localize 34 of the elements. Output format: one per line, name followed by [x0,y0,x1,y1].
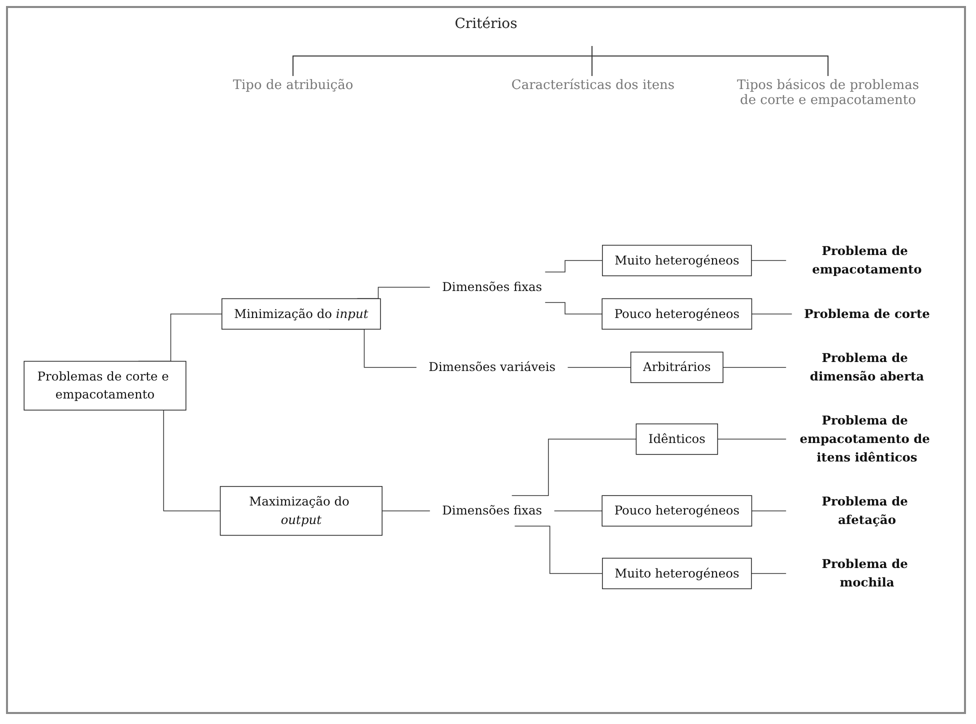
connector [751,260,786,261]
node-text: Problema de afetação [822,494,908,527]
connector [751,510,786,512]
connector [382,510,430,512]
connector [544,260,603,272]
connector [717,438,786,440]
node-box: Muito heterogéneos [602,558,752,590]
node-text: Problema de empacotamento [812,244,922,277]
title-text: Critérios [454,16,518,32]
node-text: Problema de mochila [822,556,908,590]
node-box: Pouco heterogéneos [602,298,752,330]
node-box: Idênticos [636,423,718,455]
connector [722,367,786,368]
node-box: Muito heterogéneos [602,244,752,276]
node-text: Dimensões variáveis [428,360,556,374]
connector [514,526,603,574]
node-text: Dimensões fixas [442,280,542,294]
column-header: Características dos itens [510,78,676,93]
node-box: Arbitrários [630,352,724,384]
connector [554,510,602,512]
node-text: Problema de corte [804,306,930,321]
connector [751,573,786,574]
connector [544,302,602,314]
connector [567,367,632,368]
node-box: Pouco heterogéneos [602,495,752,527]
node-text: Problema de empacotamento de itens idênticos [800,413,930,464]
connector [511,438,637,496]
column-header: Tipos básicos de problemas de corte e empacotamento [736,78,920,108]
column-header: Tipo de atribuição [232,78,354,93]
node-box: Maximização do output [220,486,382,536]
node-box: Problemas de corte e empacotamento [24,360,186,411]
node-text: Problema de dimensão aberta [810,350,924,384]
node-text: Dimensões fixas [442,503,542,518]
node-box: Minimização do input [222,298,381,330]
